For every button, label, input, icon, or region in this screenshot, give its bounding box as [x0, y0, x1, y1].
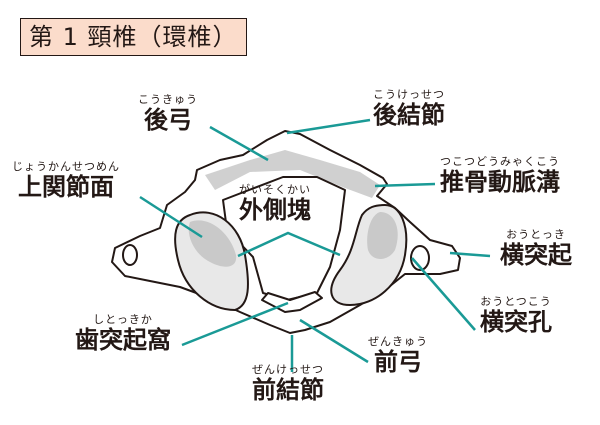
leader-lines	[139, 118, 491, 372]
term: 前弓	[374, 348, 422, 376]
leader-anterior-arch	[299, 318, 369, 364]
label-posterior-arch: こうきゅう 後弓	[138, 93, 198, 134]
term: 横突孔	[480, 308, 552, 336]
label-anterior-tubercle: ぜんけっせつ 前結節	[252, 363, 324, 404]
label-superior-articular-facet: じょうかんせつめん 上関節面	[12, 160, 120, 201]
page-title: 第 1 頸椎（環椎）	[20, 18, 247, 56]
label-vertebral-artery-groove: つこつどうみゃくこう 推骨動脈溝	[440, 155, 560, 196]
ruby: おうとっき	[506, 228, 566, 241]
label-posterior-tubercle: こうけっせつ 後結節	[373, 88, 445, 129]
leader-posterior-arch	[209, 125, 269, 162]
term: 歯突起窩	[75, 326, 171, 354]
ruby: じょうかんせつめん	[12, 160, 120, 173]
right-transverse-foramen	[410, 245, 430, 271]
bone-outline	[111, 130, 461, 334]
leader-transverse-foramen	[411, 257, 476, 331]
leader-vertebral-artery-groove	[374, 182, 436, 188]
term: 前結節	[252, 376, 324, 404]
term: 外側塊	[239, 196, 311, 224]
ruby: つこつどうみゃくこう	[440, 155, 560, 168]
ruby: こうけっせつ	[373, 88, 445, 101]
label-anterior-arch: ぜんきゅう 前弓	[368, 335, 428, 376]
leader-transverse-process	[449, 251, 491, 258]
left-transverse-foramen	[122, 244, 138, 266]
leader-posterior-tubercle	[286, 118, 371, 135]
leader-superior-articular-facet	[139, 195, 203, 239]
ruby: ぜんけっせつ	[252, 363, 324, 376]
ruby: おうとつこう	[480, 295, 552, 308]
label-transverse-foramen: おうとつこう 横突孔	[480, 295, 552, 336]
term: 横突起	[500, 241, 572, 269]
ruby: こうきゅう	[138, 93, 198, 106]
label-dens-fovea: しとっきか 歯突起窩	[75, 313, 171, 354]
term: 後結節	[373, 101, 445, 129]
leader-lateral-mass	[237, 231, 341, 258]
ruby: しとっきか	[93, 313, 153, 326]
term: 推骨動脈溝	[440, 168, 560, 196]
ruby: がいそくかい	[239, 183, 311, 196]
ruby: ぜんきゅう	[368, 335, 428, 348]
term: 後弓	[144, 106, 192, 134]
leader-dens-fovea	[181, 301, 289, 347]
label-lateral-mass: がいそくかい 外側塊	[239, 183, 311, 224]
label-transverse-process: おうとっき 横突起	[500, 228, 572, 269]
term: 上関節面	[18, 173, 114, 201]
